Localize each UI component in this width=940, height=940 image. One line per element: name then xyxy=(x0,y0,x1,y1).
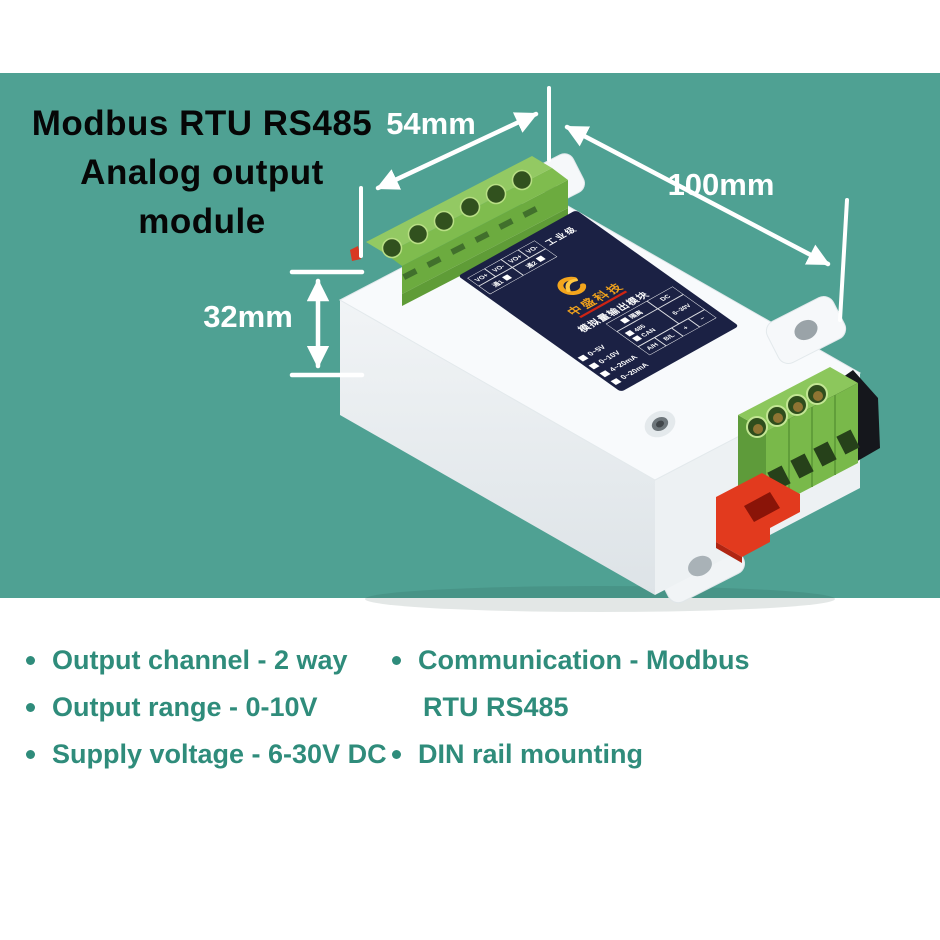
grade-text: 工业级 xyxy=(542,224,580,247)
red-clip-tip xyxy=(350,246,361,261)
bottom-terminal-block xyxy=(738,367,860,511)
dimension-arrows xyxy=(289,86,849,378)
din-rail-clip xyxy=(716,473,800,563)
ear-hole xyxy=(688,555,712,577)
bullet-dot xyxy=(26,703,35,712)
dimension-arrow-32 xyxy=(289,269,365,378)
option-checkbox xyxy=(610,378,622,386)
bullet-dot xyxy=(392,656,401,665)
feature-item-continued: RTU RS485 xyxy=(423,692,569,722)
option-checkbox xyxy=(619,316,631,324)
option-checkbox xyxy=(588,362,600,370)
dimension-arrow-54 xyxy=(359,86,551,258)
option-checkbox xyxy=(501,274,512,281)
option-checkbox xyxy=(599,370,611,378)
screw-hole xyxy=(644,410,676,438)
ear-hole xyxy=(794,319,818,341)
page-title: Modbus RTU RS485 Analog output module xyxy=(18,99,386,246)
title-line1: Modbus RTU RS485 xyxy=(31,104,373,143)
bullet-dot xyxy=(26,750,35,759)
option-checkbox xyxy=(577,354,589,362)
bullet-dot xyxy=(26,656,35,665)
dimension-label-width: 54mm xyxy=(386,106,476,141)
feature-item: Communication - Modbus xyxy=(392,645,749,676)
brand-logo-icon xyxy=(548,271,595,301)
feature-item: Output range - 0-10V xyxy=(26,692,318,723)
option-checkbox xyxy=(632,335,643,342)
dimension-label-height: 32mm xyxy=(203,299,293,334)
feature-item: Output channel - 2 way xyxy=(26,645,348,676)
device-faceplate-label: 工业级 VO+ VO- VO+ VO- 通1 通2 中盛科技 模拟量输出模 xyxy=(458,210,739,392)
feature-item: Supply voltage - 6-30V DC xyxy=(26,739,387,770)
bullet-dot xyxy=(392,750,401,759)
dimension-label-length: 100mm xyxy=(667,167,775,202)
title-line2: Analog output module xyxy=(80,153,324,241)
feature-item: DIN rail mounting xyxy=(392,739,643,770)
option-checkbox xyxy=(535,255,546,263)
device-shadow xyxy=(365,586,835,612)
dimension-arrow-100 xyxy=(564,124,849,322)
